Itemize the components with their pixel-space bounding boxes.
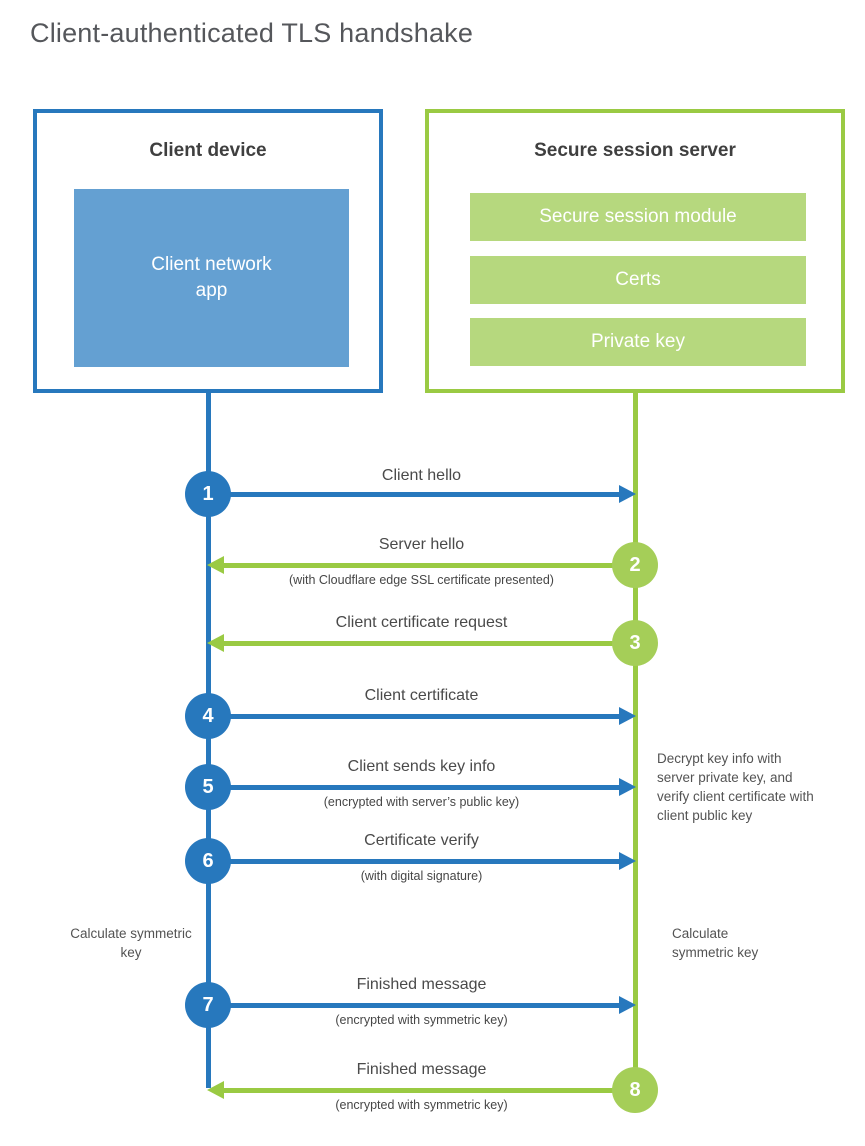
- step-6-number-badge: 6: [185, 838, 231, 884]
- step-1-number-badge: 1: [185, 471, 231, 517]
- step-7-number-badge: 7: [185, 982, 231, 1028]
- client-lifeline: [206, 393, 211, 1088]
- step-2-number-badge: 2: [612, 542, 658, 588]
- step-4-arrow-line: [208, 714, 620, 719]
- step-4-arrowhead: [619, 707, 636, 725]
- step-1-label: Client hello: [381, 467, 462, 484]
- step-6-arrow-line: [208, 859, 620, 864]
- step-8-arrow-line: [223, 1088, 635, 1093]
- client-device-box: Client device Client network app: [33, 109, 383, 393]
- server-module-secure-session: Secure session module: [470, 193, 806, 241]
- step-3-label: Client certificate request: [335, 614, 508, 631]
- secure-session-server-box: Secure session server Secure session mod…: [425, 109, 845, 393]
- step-5-arrow-line: [208, 785, 620, 790]
- calculate-symmetric-key-server: Calculate symmetric key: [672, 926, 759, 960]
- step-7-arrowhead: [619, 996, 636, 1014]
- step-3-number-badge: 3: [612, 620, 658, 666]
- step-1-arrowhead: [619, 485, 636, 503]
- step-5-sublabel: (encrypted with server’s public key): [323, 795, 520, 809]
- server-module-certs: Certs: [470, 256, 806, 304]
- page-title: Client-authenticated TLS handshake: [30, 18, 474, 48]
- step-5-number-badge: 5: [185, 764, 231, 810]
- step-2-sublabel: (with Cloudflare edge SSL certificate pr…: [289, 573, 554, 587]
- step-4-number-badge: 4: [185, 693, 231, 739]
- step-7-arrow-line: [208, 1003, 620, 1008]
- step-2-label: Server hello: [378, 536, 465, 553]
- step-7-sublabel: (encrypted with symmetric key): [335, 1013, 508, 1027]
- step-5-arrowhead: [619, 778, 636, 796]
- step-8-arrowhead: [207, 1081, 224, 1099]
- step-8-sublabel: (encrypted with symmetric key): [335, 1098, 508, 1112]
- step-5-label: Client sends key info: [347, 758, 496, 775]
- client-network-app-label: Client network app: [151, 254, 272, 301]
- step-3-arrowhead: [207, 634, 224, 652]
- secure-session-server-heading: Secure session server: [534, 140, 736, 161]
- step-6-label: Certificate verify: [364, 832, 479, 849]
- step-8-label: Finished message: [356, 1061, 487, 1078]
- step-6-arrowhead: [619, 852, 636, 870]
- step-7-label: Finished message: [356, 976, 487, 993]
- step-2-arrow-line: [223, 563, 635, 568]
- step-8-number-badge: 8: [612, 1067, 658, 1113]
- client-network-app-box: Client network app: [74, 189, 349, 367]
- step-1-arrow-line: [208, 492, 620, 497]
- decrypt-key-note: Decrypt key info with server private key…: [657, 751, 814, 823]
- step-2-arrowhead: [207, 556, 224, 574]
- client-device-heading: Client device: [149, 140, 267, 161]
- server-module-private-key: Private key: [470, 318, 806, 366]
- step-4-label: Client certificate: [364, 687, 479, 704]
- step-3-arrow-line: [223, 641, 635, 646]
- server-lifeline: [633, 393, 638, 1090]
- step-6-sublabel: (with digital signature): [360, 869, 483, 883]
- calculate-symmetric-key-client: Calculate symmetric key: [70, 926, 192, 960]
